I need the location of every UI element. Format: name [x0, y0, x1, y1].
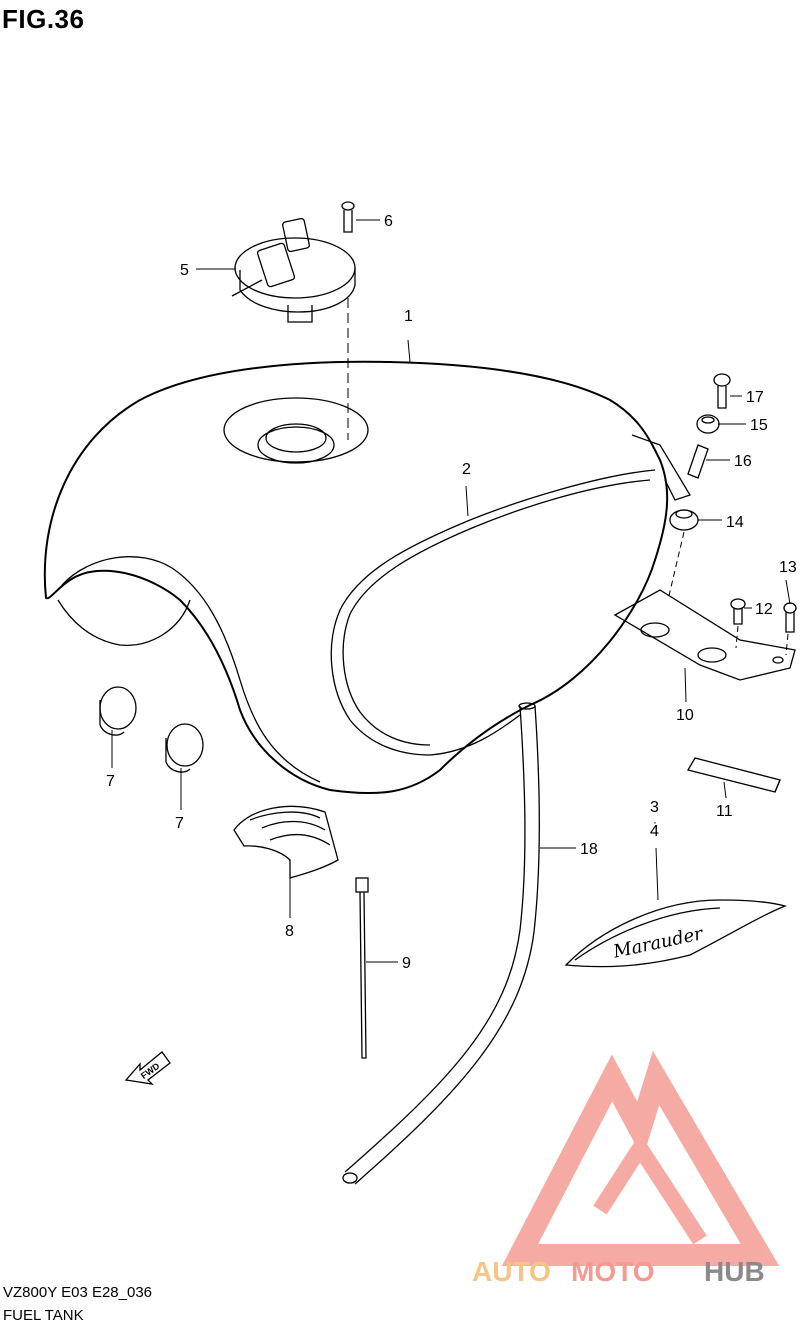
washer-15: [696, 414, 720, 434]
callout-3: 3: [650, 799, 659, 816]
watermark-moto: MOTO: [571, 1256, 654, 1287]
spacer-16: [687, 444, 709, 479]
watermark-auto: AUTO: [472, 1256, 551, 1287]
tank-bracket: [613, 589, 796, 681]
callout-1: 1: [404, 308, 413, 325]
callout-10: 10: [676, 707, 694, 724]
figure-title: FIG.36: [2, 4, 85, 34]
callout-6: 6: [384, 213, 393, 230]
fuel-cap-assembly: [231, 217, 356, 323]
callout-7a: 7: [106, 773, 115, 790]
callout-11: 11: [716, 803, 733, 820]
tank-emblem: Marauder: [564, 899, 788, 968]
mount-cushion: [669, 509, 699, 531]
callout-13: 13: [779, 559, 797, 576]
diagram-caption: FUEL TANK: [3, 1307, 84, 1324]
grommet-7a: [99, 686, 137, 736]
rubber-strip: [687, 757, 781, 793]
callout-18: 18: [580, 841, 598, 858]
cap-screw: [341, 201, 355, 233]
callout-12: 12: [755, 601, 773, 618]
grommet-7b: [165, 723, 204, 773]
bolt-17: [713, 373, 731, 409]
callout-14: 14: [726, 514, 744, 531]
leader-lines: [111, 219, 791, 963]
callout-17: 17: [746, 389, 764, 406]
drain-hose: [342, 702, 541, 1185]
model-code: VZ800Y E03 E28_036: [3, 1284, 153, 1301]
fuel-tank-body: [43, 360, 691, 795]
forward-arrow-icon: FWD: [124, 1051, 171, 1085]
bolt-12: [730, 598, 746, 625]
callout-7b: 7: [175, 815, 184, 832]
watermark-logo: [501, 1050, 780, 1266]
callout-5: 5: [180, 262, 189, 279]
callout-16: 16: [734, 453, 752, 470]
callout-separator: ·: [653, 815, 657, 829]
callout-15: 15: [750, 417, 768, 434]
callout-4: 4: [650, 823, 659, 840]
bolt-13: [783, 602, 797, 633]
callout-9: 9: [402, 955, 411, 972]
watermark-hub: HUB: [704, 1256, 765, 1287]
callout-8: 8: [285, 923, 294, 940]
callout-2: 2: [462, 461, 471, 478]
tank-cushion: [233, 805, 339, 879]
side-trim-line: [330, 469, 656, 756]
cable-tie: [355, 877, 369, 1059]
emblem-script: Marauder: [610, 923, 706, 963]
